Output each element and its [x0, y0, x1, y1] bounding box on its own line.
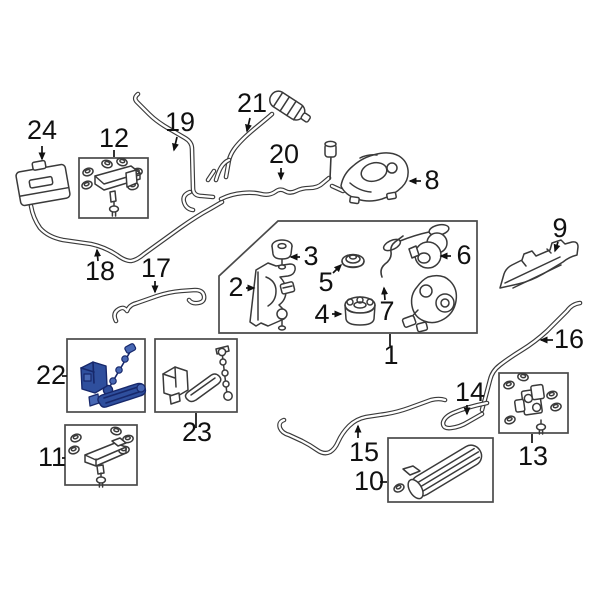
hose-17	[112, 287, 207, 324]
callout-9[interactable]: 9	[552, 213, 568, 253]
callout-5[interactable]: 5	[318, 263, 343, 297]
svg-text:7: 7	[379, 296, 394, 326]
callout-19[interactable]: 19	[165, 107, 195, 152]
callout-24[interactable]: 24	[27, 115, 57, 161]
callout-14[interactable]: 14	[455, 377, 485, 416]
svg-text:13: 13	[518, 441, 548, 471]
svg-text:18: 18	[85, 256, 115, 286]
svg-text:9: 9	[552, 213, 567, 243]
svg-text:5: 5	[318, 267, 333, 297]
callout-8[interactable]: 8	[408, 165, 440, 195]
svg-text:23: 23	[182, 417, 212, 447]
svg-text:3: 3	[303, 241, 318, 271]
callout-12[interactable]: 12	[99, 123, 129, 157]
callout-7[interactable]: 7	[379, 286, 395, 326]
svg-text:24: 24	[27, 115, 57, 145]
callout-2[interactable]: 2	[228, 272, 256, 302]
svg-text:11: 11	[38, 442, 66, 472]
part-24-module	[15, 159, 71, 207]
callout-23[interactable]: 23	[182, 413, 212, 447]
hose-20	[218, 140, 346, 202]
part-2-bracket	[249, 262, 296, 331]
callout-13[interactable]: 13	[518, 434, 548, 471]
svg-text:1: 1	[383, 340, 398, 370]
svg-text:12: 12	[99, 123, 129, 153]
part-box-1-compressor-kit	[218, 220, 478, 334]
callout-6[interactable]: 6	[439, 240, 472, 270]
svg-text:10: 10	[354, 466, 384, 496]
callout-20[interactable]: 20	[269, 139, 299, 181]
part-6-motor	[408, 232, 448, 269]
callout-21[interactable]: 21	[237, 88, 267, 133]
svg-text:17: 17	[141, 253, 171, 283]
hose-21	[205, 111, 275, 183]
part-box-22-height-sensor	[66, 338, 147, 413]
callout-15[interactable]: 15	[349, 424, 379, 467]
highlighted-part-22	[80, 343, 147, 408]
callout-17[interactable]: 17	[141, 253, 171, 294]
part-5-grommet	[341, 253, 365, 269]
callout-11[interactable]: 11	[38, 442, 66, 472]
callout-22[interactable]: 22	[36, 360, 67, 390]
svg-text:16: 16	[554, 324, 584, 354]
hose-16	[479, 300, 583, 413]
hose-15	[277, 396, 448, 456]
callout-4[interactable]: 4	[314, 299, 343, 329]
hose-18	[28, 199, 225, 264]
svg-text:20: 20	[269, 139, 299, 169]
callout-1[interactable]: 1	[383, 334, 399, 370]
hose-14	[440, 400, 490, 431]
part-box-11-bracket	[64, 424, 138, 488]
svg-text:21: 21	[237, 88, 267, 118]
part-box-12	[78, 156, 149, 219]
part-1-compressor	[401, 274, 458, 333]
callout-3[interactable]: 3	[289, 241, 319, 271]
svg-text:4: 4	[314, 299, 329, 329]
part-box-10-tank	[387, 437, 494, 503]
part-4-mount	[344, 296, 376, 326]
hose-19	[132, 91, 216, 213]
svg-text:6: 6	[456, 240, 471, 270]
svg-text:2: 2	[228, 272, 243, 302]
part-9-bracket	[499, 239, 579, 289]
part-21-silencer	[269, 90, 311, 123]
svg-text:22: 22	[36, 360, 66, 390]
svg-text:19: 19	[165, 107, 195, 137]
callout-16[interactable]: 16	[539, 324, 584, 354]
part-8-housing	[340, 152, 409, 205]
svg-text:8: 8	[424, 165, 439, 195]
part-box-13-valve	[498, 371, 569, 435]
callout-18[interactable]: 18	[85, 248, 115, 286]
callout-10[interactable]: 10	[354, 466, 387, 496]
svg-text:15: 15	[349, 437, 379, 467]
part-box-23-sensor	[154, 338, 238, 413]
svg-text:14: 14	[455, 377, 485, 407]
